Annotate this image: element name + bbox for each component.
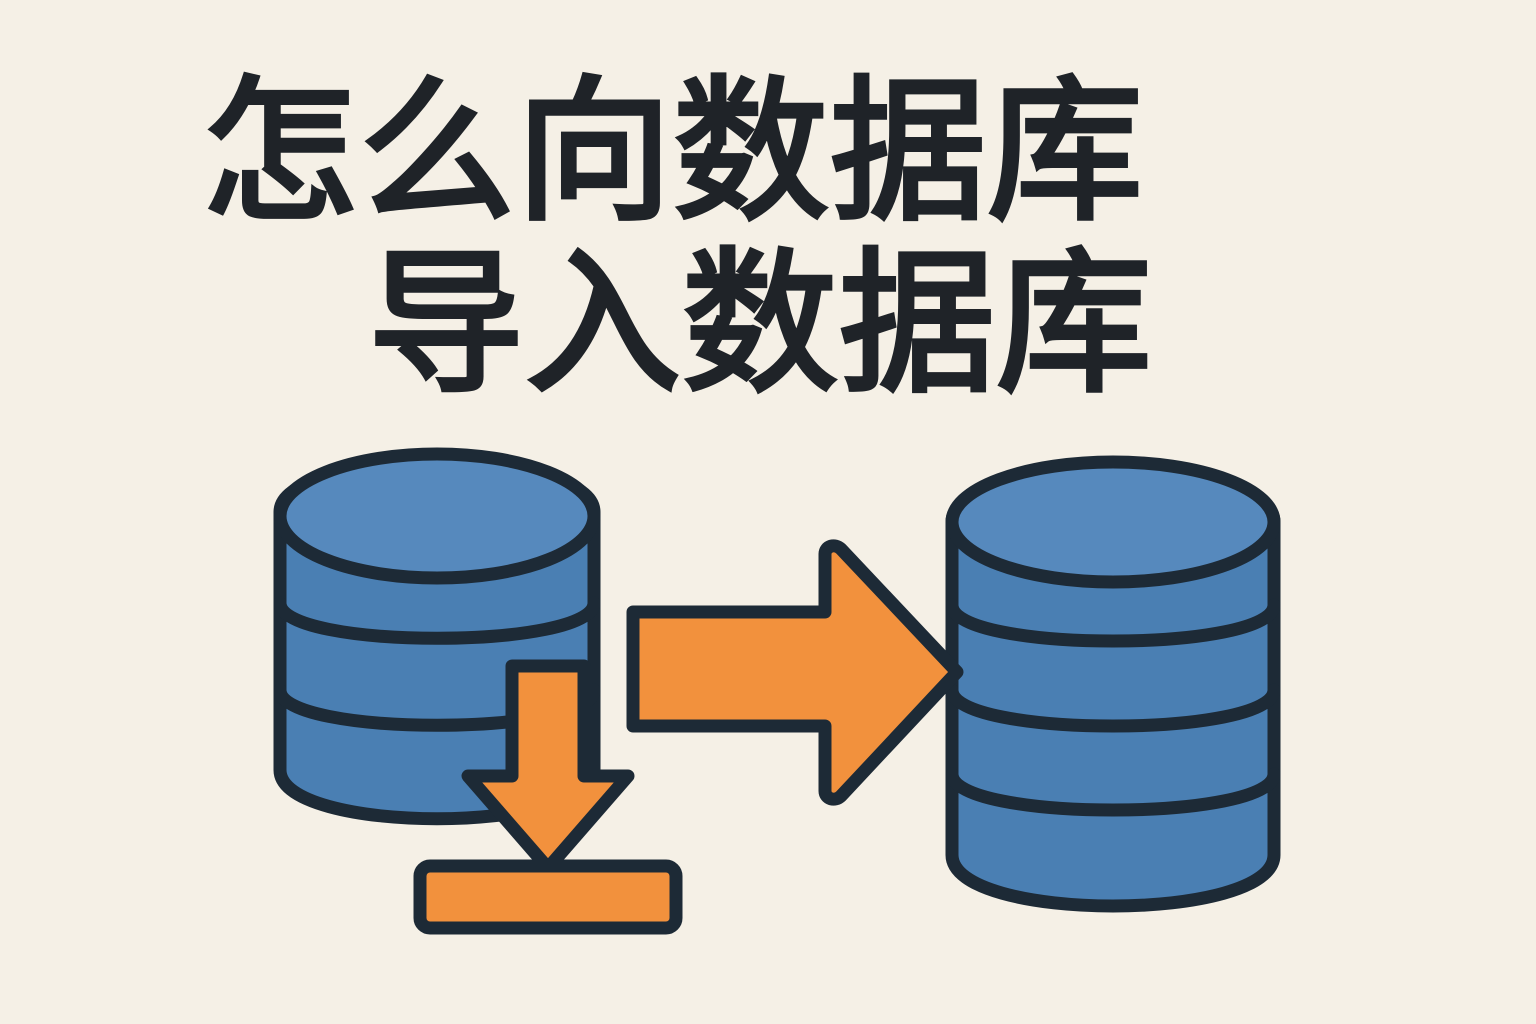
title-line-1: 怎么向数据库 xyxy=(202,61,1144,243)
source-database-band-1 xyxy=(273,596,601,645)
right-arrow-shape xyxy=(626,539,964,806)
download-arrow-icon xyxy=(413,659,683,935)
target-database-band-2 xyxy=(945,683,1281,733)
title-line-2: 导入数据库 xyxy=(368,233,1153,415)
target-database-icon xyxy=(945,455,1281,913)
source-database-top xyxy=(273,447,601,585)
source-database-icon xyxy=(273,447,601,826)
download-tray xyxy=(413,859,683,935)
download-arrow-shape xyxy=(461,659,635,875)
target-database-band-3 xyxy=(945,767,1281,817)
target-database-band-1 xyxy=(945,598,1281,648)
target-database-top xyxy=(945,455,1281,589)
right-arrow-icon xyxy=(626,539,964,806)
